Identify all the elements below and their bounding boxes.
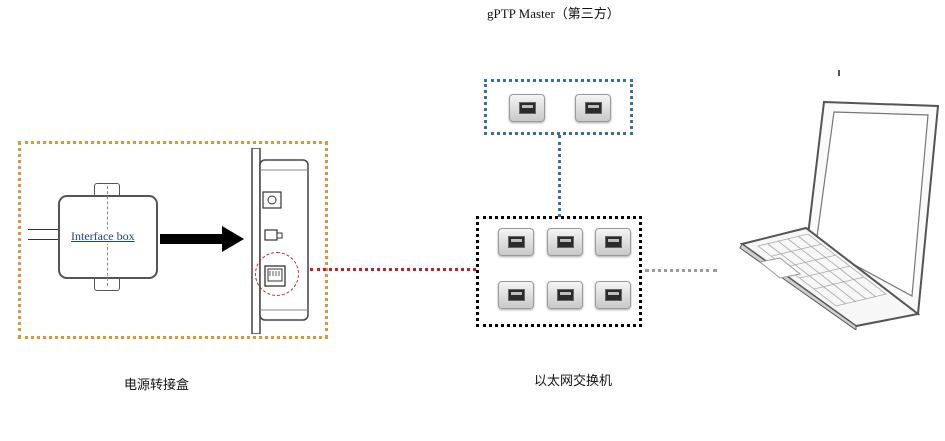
rj45-port-icon (498, 228, 534, 256)
rj45-port-icon (498, 281, 534, 309)
rj45-port-icon (547, 228, 583, 256)
rj45-port-icon (509, 94, 545, 122)
gptp-master-caption: gPTP Master（第三方） (487, 6, 620, 21)
rj45-port-icon (595, 228, 631, 256)
cable-line (28, 239, 60, 240)
laptop-icon (739, 70, 940, 330)
power-adapter-group-frame (18, 141, 328, 339)
ethernet-port-highlight (255, 252, 299, 296)
rj45-port-icon (575, 94, 611, 122)
interface-box-label: Interface box (71, 229, 135, 244)
switch-to-laptop-link (645, 269, 717, 272)
rj45-port-icon (595, 281, 631, 309)
adapter-to-switch-link (310, 268, 476, 271)
power-adapter-caption: 电源转接盒 (124, 377, 190, 392)
ethernet-switch (476, 216, 642, 327)
gptp-master-device (484, 79, 633, 135)
master-to-switch-link (558, 135, 561, 217)
ethernet-switch-caption: 以太网交换机 (534, 373, 613, 388)
power-adapter-icon (251, 148, 309, 334)
cable-line (28, 229, 60, 230)
arrow-right-icon (160, 226, 244, 252)
rj45-port-icon (547, 281, 583, 309)
